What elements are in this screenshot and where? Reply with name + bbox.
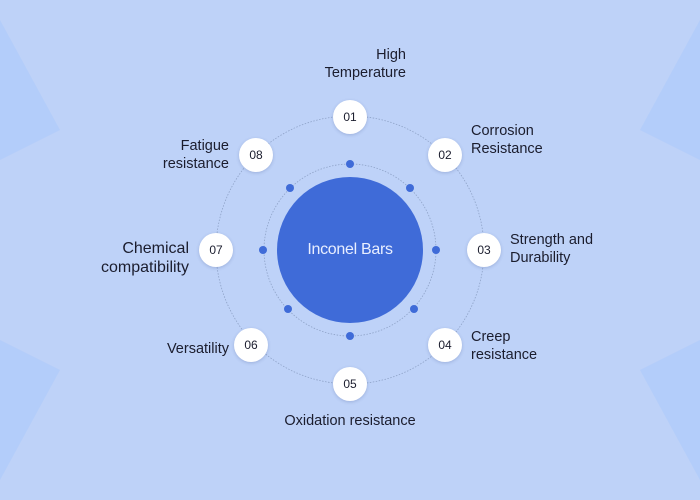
label-line: Versatility: [166, 341, 229, 357]
label-05: Oxidation resistance: [250, 412, 450, 430]
label-08: Fatigue resistance: [163, 137, 229, 173]
ring-dot: [346, 332, 354, 340]
label-line: Strength and: [510, 232, 594, 248]
node-03: 03: [467, 233, 501, 267]
ring-dot: [284, 305, 292, 313]
ring-dot: [406, 184, 414, 192]
label-01: High Temperature: [325, 46, 406, 82]
label-06: Versatility: [167, 340, 229, 358]
node-08: 08: [239, 138, 273, 172]
label-line: Resistance: [471, 141, 543, 157]
label-line: High: [376, 47, 406, 63]
ring-dot: [259, 246, 267, 254]
label-line: Corrosion: [471, 123, 534, 139]
ring-dot: [346, 160, 354, 168]
node-04: 04: [428, 328, 462, 362]
label-line: compatibility: [100, 259, 189, 276]
node-02: 02: [428, 138, 462, 172]
label-07: Chemical compatibility: [101, 239, 189, 277]
corner-shape: [0, 340, 60, 480]
label-02: Corrosion Resistance: [471, 122, 543, 158]
label-03: Strength and Durability: [510, 231, 593, 267]
label-line: resistance: [162, 156, 229, 172]
ring-dot: [410, 305, 418, 313]
label-line: Oxidation resistance: [284, 413, 416, 429]
ring-dot: [432, 246, 440, 254]
label-line: Fatigue: [180, 138, 229, 154]
corner-shape: [640, 340, 700, 480]
label-04: Creep resistance: [471, 328, 537, 364]
label-line: Creep: [471, 329, 511, 345]
node-05: 05: [333, 367, 367, 401]
node-06: 06: [234, 328, 268, 362]
corner-shape: [640, 20, 700, 160]
center-circle: Inconel Bars: [277, 177, 423, 323]
label-line: Durability: [510, 250, 571, 266]
node-01: 01: [333, 100, 367, 134]
corner-shape: [0, 20, 60, 160]
node-07: 07: [199, 233, 233, 267]
ring-dot: [286, 184, 294, 192]
label-line: Temperature: [324, 65, 406, 81]
center-label: Inconel Bars: [307, 241, 393, 258]
label-line: Chemical: [122, 240, 189, 257]
label-line: resistance: [471, 347, 538, 363]
